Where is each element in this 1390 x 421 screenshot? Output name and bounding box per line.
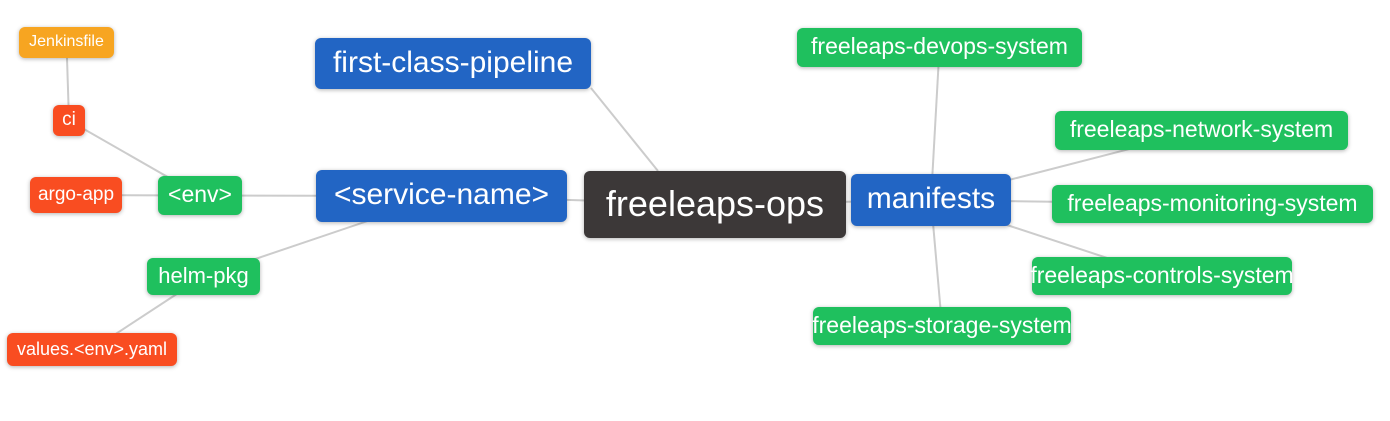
node-label: argo-app bbox=[37, 183, 115, 205]
mindmap-node-manifests[interactable]: manifests bbox=[851, 174, 1011, 226]
mindmap-node-first-class-pipeline[interactable]: first-class-pipeline bbox=[315, 38, 591, 89]
mindmap-node-freeleaps-network-system[interactable]: freeleaps-network-system bbox=[1055, 111, 1348, 150]
node-label: ci bbox=[62, 109, 76, 130]
node-label: freeleaps-ops bbox=[605, 182, 825, 224]
node-label: Jenkinsfile bbox=[29, 32, 104, 50]
node-label: freeleaps-network-system bbox=[1069, 116, 1334, 142]
mindmap-node-values-env-yaml[interactable]: values.<env>.yaml bbox=[7, 333, 177, 366]
node-label: first-class-pipeline bbox=[332, 45, 574, 79]
mindmap-node-argo-app[interactable]: argo-app bbox=[30, 177, 122, 213]
mindmap-node-freeleaps-monitoring-system[interactable]: freeleaps-monitoring-system bbox=[1052, 185, 1373, 223]
mindmap-node-ci[interactable]: ci bbox=[53, 105, 85, 136]
node-label: <env> bbox=[168, 181, 232, 207]
mindmap-node-env[interactable]: <env> bbox=[158, 176, 242, 215]
mindmap-node-helm-pkg[interactable]: helm-pkg bbox=[147, 258, 260, 295]
mindmap-node-freeleaps-controls-system[interactable]: freeleaps-controls-system bbox=[1030, 257, 1294, 295]
node-label: values.<env>.yaml bbox=[16, 338, 168, 359]
mindmap-node-jenkinsfile[interactable]: Jenkinsfile bbox=[19, 27, 114, 58]
mindmap-node-service-name[interactable]: <service-name> bbox=[316, 170, 567, 222]
edge-first-class-pipeline--freeleaps-ops bbox=[590, 87, 659, 172]
node-label: freeleaps-storage-system bbox=[812, 311, 1072, 338]
node-label: helm-pkg bbox=[158, 262, 249, 288]
mindmap-node-freeleaps-devops-system[interactable]: freeleaps-devops-system bbox=[797, 28, 1082, 67]
mindmap-node-freeleaps-ops[interactable]: freeleaps-ops bbox=[584, 171, 846, 238]
mindmap-node-freeleaps-storage-system[interactable]: freeleaps-storage-system bbox=[812, 307, 1072, 345]
node-label: freeleaps-devops-system bbox=[811, 33, 1068, 59]
node-label: <service-name> bbox=[333, 178, 550, 211]
node-label: freeleaps-monitoring-system bbox=[1067, 189, 1358, 216]
node-label: freeleaps-controls-system bbox=[1030, 261, 1294, 288]
node-label: manifests bbox=[866, 182, 996, 215]
